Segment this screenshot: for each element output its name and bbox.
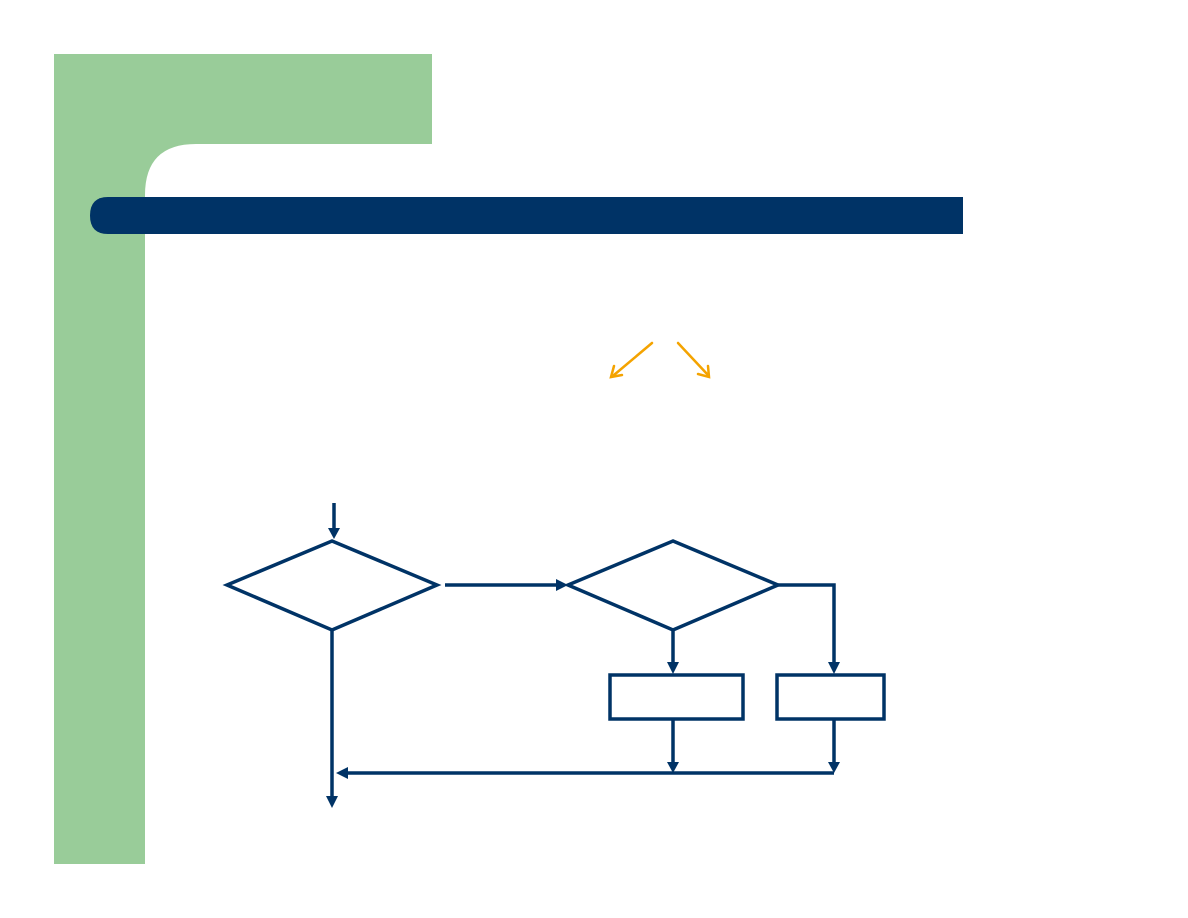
merge-line-arrowhead <box>336 767 348 779</box>
annotation-arrows <box>609 341 711 379</box>
connector-d2-to-p2-arrowhead <box>828 662 840 674</box>
green-left-column <box>54 144 196 864</box>
annotation-arrow-right <box>676 341 710 377</box>
process-box-2 <box>775 673 886 721</box>
flowchart <box>222 503 886 808</box>
green-top-block <box>54 54 432 144</box>
connector-p1-down-arrowhead <box>667 762 679 773</box>
decision-diamond-2 <box>563 539 783 632</box>
annotation-arrow-left-head <box>609 364 624 379</box>
process-box-1 <box>608 673 745 721</box>
annotation-arrow-right-head <box>696 364 711 379</box>
connector-p2-down-arrowhead <box>828 762 840 773</box>
exit-arrowhead <box>326 796 338 808</box>
entry-arrowhead <box>328 528 340 539</box>
connector-d2-to-p2 <box>778 583 836 664</box>
title-bar <box>90 197 963 234</box>
annotation-arrow-left <box>612 341 654 377</box>
green-accent-frame <box>54 54 432 864</box>
connector-d2-to-p1-arrowhead <box>667 662 679 674</box>
connector-d1-to-d2-arrowhead <box>556 579 568 591</box>
decision-diamond-1 <box>222 539 442 632</box>
